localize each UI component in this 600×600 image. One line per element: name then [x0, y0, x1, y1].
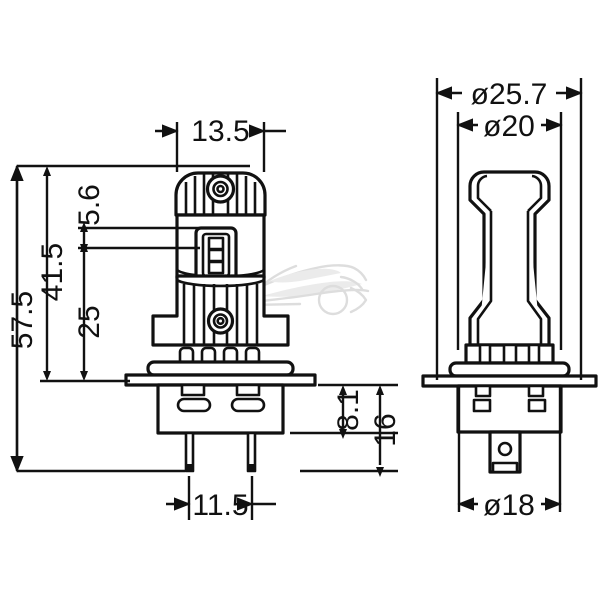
dimension-label-16: 16 [369, 413, 402, 446]
bulb-top-dome [174, 171, 267, 217]
side-body-step [464, 343, 555, 365]
dimension-label-41-5: 41.5 [36, 243, 69, 301]
witness-lines-front [17, 164, 250, 473]
lower-screw-boss [206, 307, 235, 335]
side-base [456, 384, 563, 434]
dimension-25: 25 [73, 242, 106, 381]
dimension-label-13-5: 13.5 [191, 115, 249, 148]
led-window [194, 226, 238, 284]
heatsink-fins [182, 284, 259, 344]
dimension-41-5: 41.5 [36, 166, 69, 381]
side-flange [421, 361, 598, 388]
top-screw-boss [205, 174, 236, 204]
dimension-label-57-5: 57.5 [6, 291, 39, 349]
flange-tabs [178, 346, 261, 366]
dimension-diameter-18: ø18 [457, 386, 562, 522]
dimension-diameter-25-7: ø25.7 [435, 78, 583, 380]
dimension-label-8-1: 8.1 [332, 389, 365, 431]
side-bottom-tab [488, 430, 522, 474]
side-view-bulb [421, 170, 598, 474]
side-body-profile [468, 170, 551, 347]
dimension-label-5-6: 5.6 [73, 184, 106, 226]
bulb-base [156, 383, 285, 435]
dimension-diameter-20: ø20 [456, 110, 563, 350]
dimension-11-5: 11.5 [166, 476, 276, 522]
dimension-label-20: ø20 [483, 110, 535, 143]
dimension-label-11-5: 11.5 [192, 489, 248, 522]
dimension-label-25: 25 [73, 305, 106, 338]
bulb-flange [124, 360, 317, 387]
dimension-5-6: 5.6 [73, 184, 106, 254]
front-view-bulb [124, 171, 317, 473]
dimension-label-18: ø18 [483, 489, 535, 522]
dimension-13-5: 13.5 [155, 115, 286, 172]
dimension-label-25-7: ø25.7 [471, 78, 548, 111]
car-silhouette-watermark [248, 264, 370, 316]
bulb-heatsink [151, 274, 290, 347]
dimension-16: 16 [300, 385, 402, 477]
dimension-57-5: 57.5 [6, 164, 39, 473]
connector-pins [184, 431, 257, 473]
